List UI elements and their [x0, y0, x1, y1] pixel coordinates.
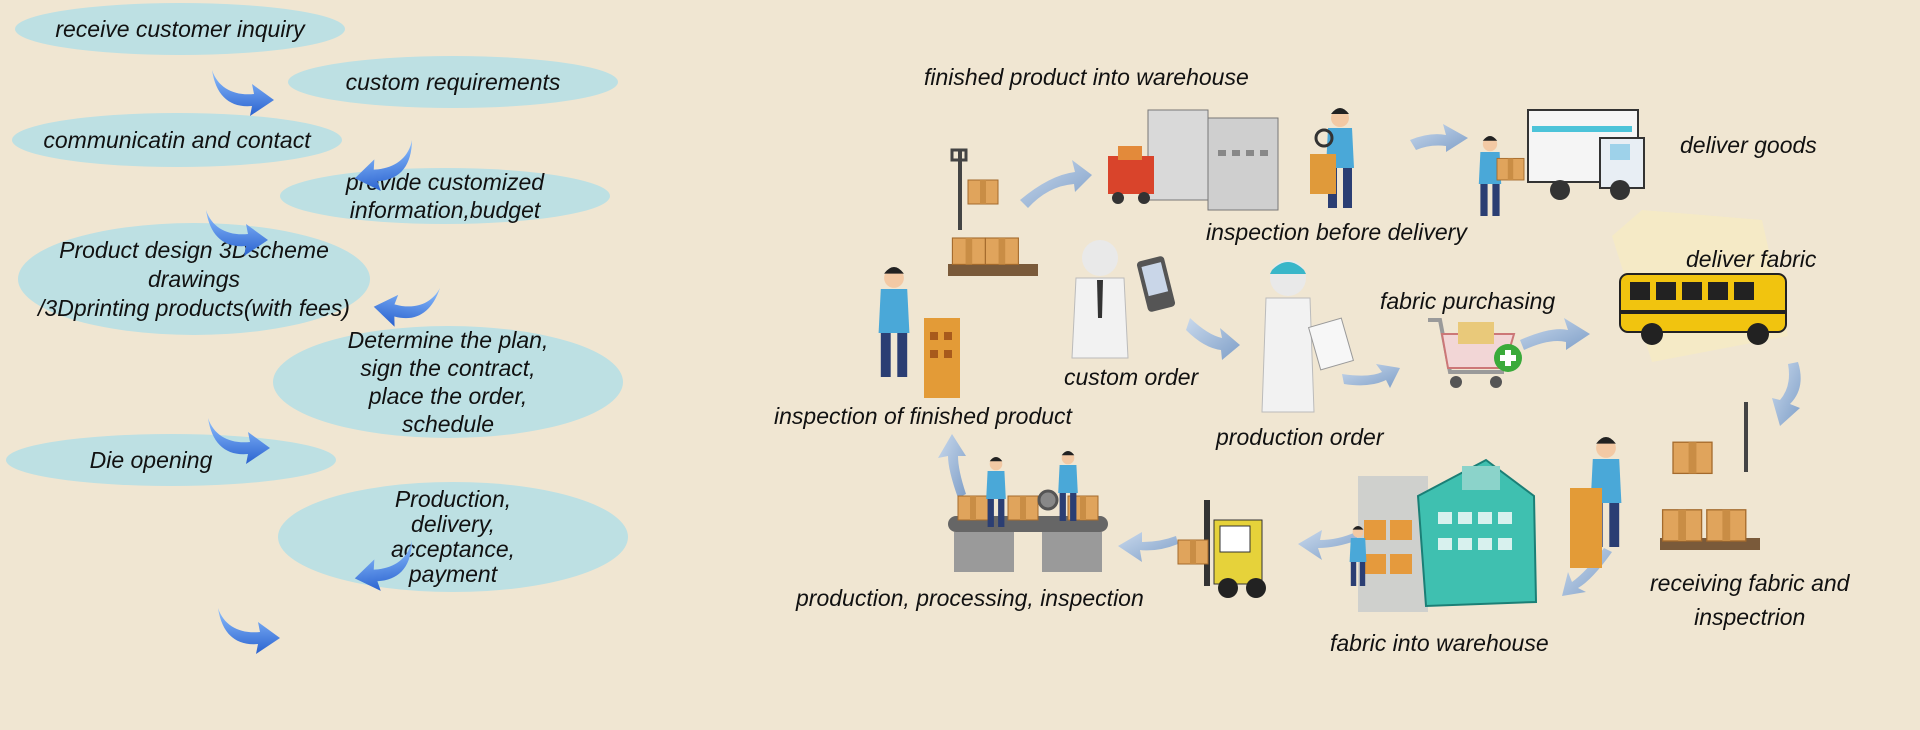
- cycle-arrow-icon: [1118, 532, 1178, 562]
- label-fabric-purchasing: fabric purchasing: [1380, 288, 1556, 314]
- cycle-arrow-icon: [1772, 362, 1801, 426]
- cycle-arrows: [938, 124, 1801, 596]
- cycle-arrow-icon: [1562, 548, 1612, 596]
- label-deliver-fabric: deliver fabric: [1686, 246, 1817, 272]
- forklift-icon: [1177, 500, 1266, 598]
- production-line-icon: [948, 451, 1108, 572]
- label-inspection-delivery: inspection before delivery: [1206, 219, 1467, 245]
- step-label: communicatin and contact: [43, 127, 311, 153]
- step-customized-info: provide customized information,budget: [280, 168, 610, 224]
- warehouse-building-icon: [1349, 458, 1538, 612]
- label-receiving-fabric: receiving fabric and inspectrion: [1650, 570, 1850, 630]
- cycle-arrow-icon: [1410, 124, 1468, 152]
- step-label: custom requirements: [345, 69, 561, 95]
- businessman-phone-icon: [1071, 240, 1176, 359]
- label-inspection-finished: inspection of finished product: [774, 403, 1072, 429]
- delivery-truck-icon: [1478, 109, 1645, 216]
- step-label: Determine the plan, sign the contract, p…: [347, 327, 549, 437]
- flow-arrow-icon: [212, 70, 274, 116]
- step-label: Die opening: [89, 447, 213, 473]
- label-production-order: production order: [1216, 424, 1384, 450]
- step-receive-inquiry: receive customer inquiry: [15, 3, 345, 55]
- label-fabric-warehouse: fabric into warehouse: [1330, 630, 1549, 656]
- step-label: Production, delivery, acceptance, paymen…: [390, 486, 516, 587]
- cycle-arrow-icon: [1020, 160, 1092, 208]
- pallet-boxes-icon: [948, 148, 1038, 276]
- flow-arrow-icon: [370, 277, 440, 334]
- step-custom-requirements: custom requirements: [288, 56, 618, 108]
- inspector-icon: [878, 267, 960, 398]
- cycle-arrow-icon: [938, 434, 966, 498]
- label-finished-warehouse: finished product into warehouse: [924, 64, 1249, 90]
- warehouse-racks-icon: [1108, 109, 1279, 211]
- inspector-icon: [1570, 437, 1622, 568]
- step-determine-plan: Determine the plan, sign the contract, p…: [273, 326, 623, 438]
- step-communication: communicatin and contact: [12, 113, 342, 167]
- cycle-arrow-icon: [1186, 318, 1240, 360]
- cycle-arrow-icon: [1298, 530, 1358, 560]
- step-production-delivery: Production, delivery, acceptance, paymen…: [278, 482, 628, 592]
- step-label: Product design 3Dscheme drawings /3Dprin…: [38, 236, 350, 321]
- inspector-icon: [1310, 108, 1354, 208]
- label-production-processing: production, processing, inspection: [796, 585, 1144, 611]
- step-label: receive customer inquiry: [55, 16, 305, 42]
- label-custom-order: custom order: [1064, 364, 1199, 390]
- step-die-opening: Die opening: [6, 434, 336, 486]
- pallet-boxes-icon: [1660, 402, 1760, 550]
- shopping-cart-icon: [1428, 318, 1522, 388]
- step-label: provide customized information,budget: [345, 169, 545, 223]
- cycle-arrow-icon: [1520, 318, 1590, 350]
- delivery-bus-icon: [1612, 210, 1788, 362]
- step-product-design: Product design 3Dscheme drawings /3Dprin…: [18, 223, 370, 335]
- label-deliver-goods: deliver goods: [1680, 132, 1817, 158]
- clipboard-person-icon: [1261, 260, 1355, 413]
- cycle-arrow-icon: [1342, 364, 1400, 388]
- flow-arrow-icon: [218, 608, 280, 654]
